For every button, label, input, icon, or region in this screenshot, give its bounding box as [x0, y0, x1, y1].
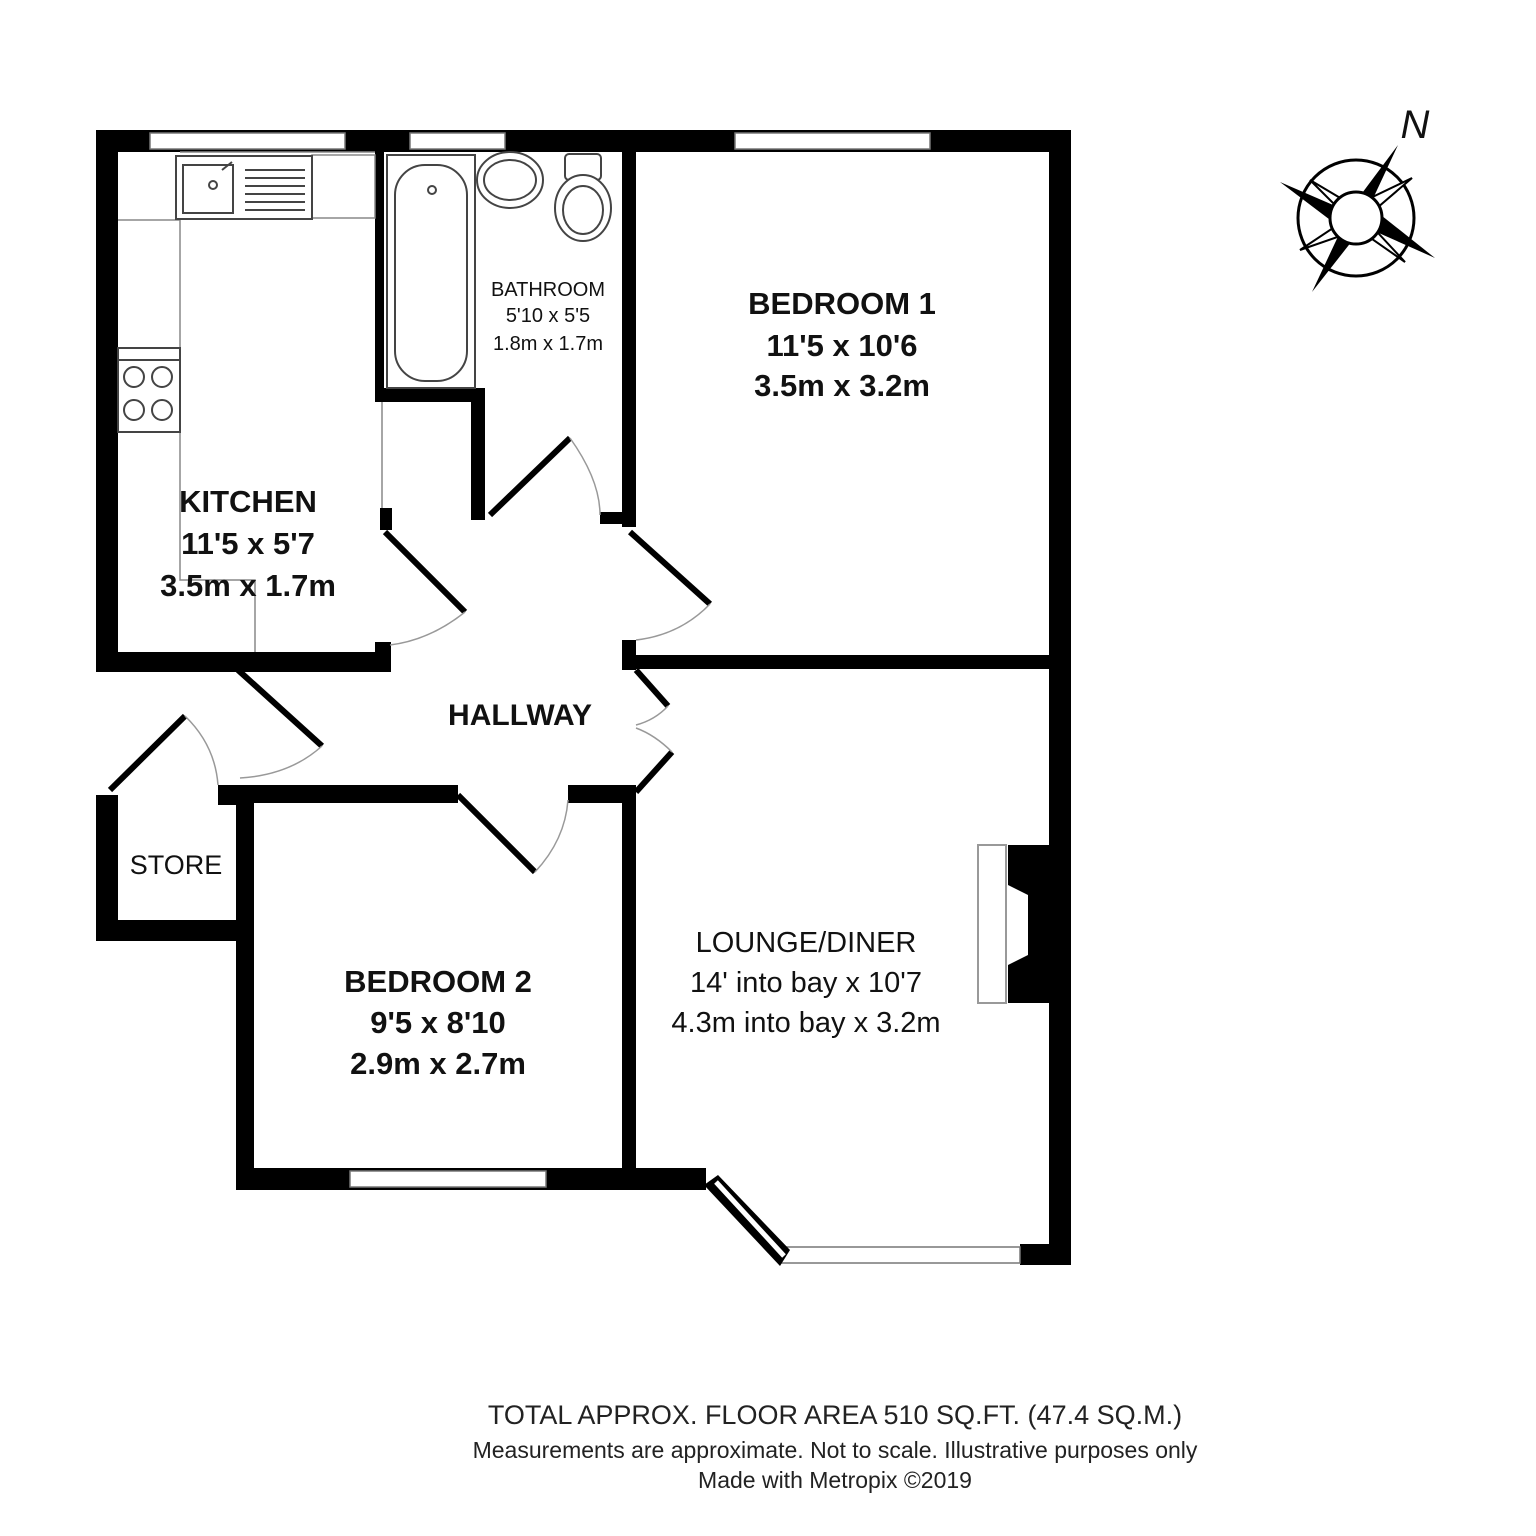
- lounge-imperial: 14' into bay x 10'7: [690, 967, 922, 999]
- hob-icon: [117, 347, 181, 433]
- bathroom-imperial: 5'10 x 5'5: [506, 305, 590, 327]
- door-swings: [184, 437, 711, 873]
- bathroom-name: BATHROOM: [491, 279, 605, 301]
- store-name: STORE: [130, 850, 223, 880]
- windows: [149, 132, 1021, 1264]
- doors: [107, 435, 713, 875]
- bath-icon: [386, 154, 476, 389]
- bedroom2-name: BEDROOM 2: [344, 964, 532, 999]
- disclaimer-text: Measurements are approximate. Not to sca…: [472, 1437, 1198, 1463]
- kitchen-metric: 3.5m x 1.7m: [160, 568, 336, 603]
- bathroom-metric: 1.8m x 1.7m: [493, 333, 603, 355]
- compass-north-label: N: [1401, 103, 1430, 147]
- floor-area-text: TOTAL APPROX. FLOOR AREA 510 SQ.FT. (47.…: [487, 1400, 1183, 1430]
- bedroom2-imperial: 9'5 x 8'10: [370, 1005, 505, 1040]
- hallway-name: HALLWAY: [448, 699, 592, 732]
- kitchen-fittings: [118, 151, 383, 652]
- bedroom1-name: BEDROOM 1: [748, 286, 936, 321]
- lounge-metric: 4.3m into bay x 3.2m: [671, 1007, 940, 1039]
- kitchen-imperial: 11'5 x 5'7: [181, 526, 315, 561]
- kitchen-name: KITCHEN: [179, 484, 317, 519]
- chimney: [977, 844, 1028, 1004]
- room-labels: BATHROOM 5'10 x 5'5 1.8m x 1.7m BEDROOM …: [130, 279, 941, 1081]
- bedroom1-imperial: 11'5 x 10'6: [767, 328, 918, 363]
- lounge-name: LOUNGE/DINER: [696, 927, 917, 959]
- credit-text: Made with Metropix ©2019: [698, 1467, 972, 1493]
- bedroom2-metric: 2.9m x 2.7m: [350, 1046, 526, 1081]
- toilet-icon: [554, 153, 612, 242]
- bay-window: [704, 1175, 790, 1266]
- bedroom1-metric: 3.5m x 3.2m: [754, 368, 930, 403]
- sink-icon: [175, 155, 313, 220]
- basin-icon: [476, 151, 544, 209]
- compass-icon: N: [1280, 103, 1435, 292]
